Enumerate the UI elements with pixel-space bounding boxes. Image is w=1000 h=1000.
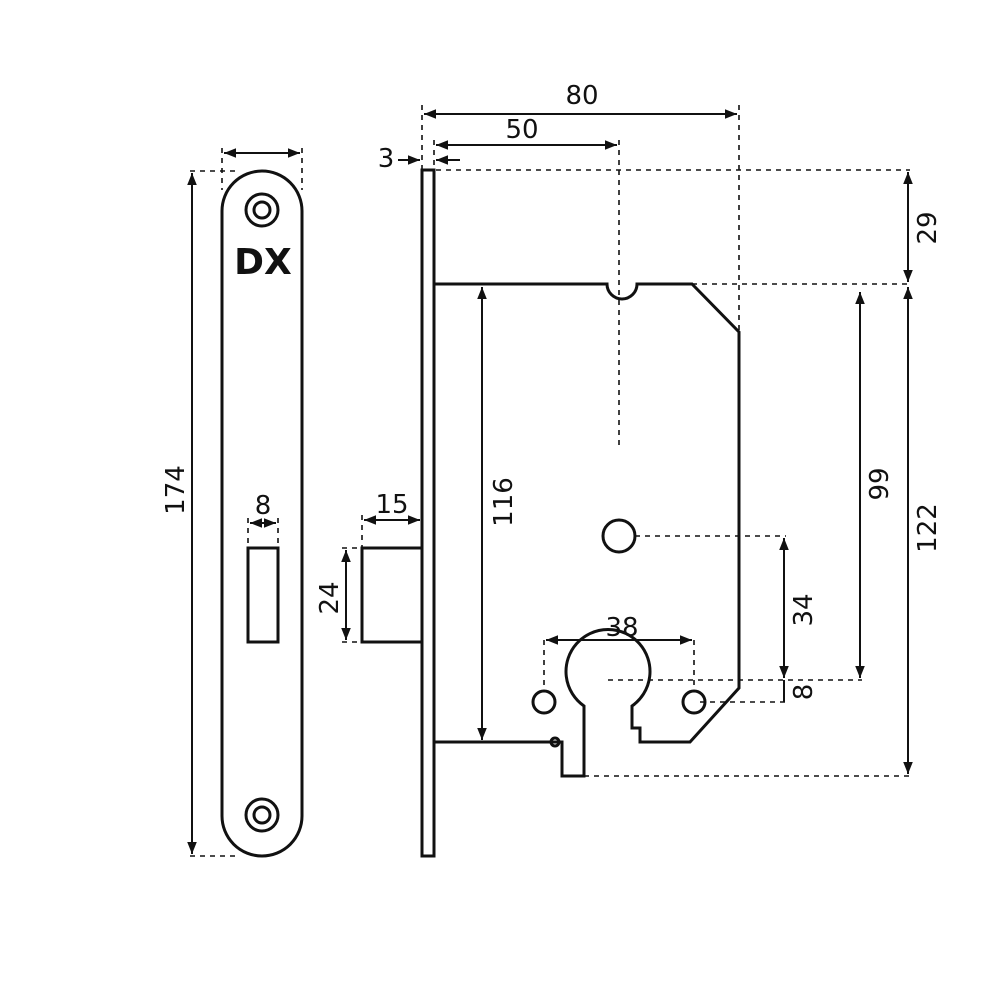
center-distance-label: 34 xyxy=(789,593,819,626)
lock-body-view: 80 50 3 15 24 116 29 99 122 34 8 xyxy=(315,81,943,858)
spindle-hole xyxy=(601,518,637,554)
forend-plate xyxy=(420,168,436,858)
left-fixing-hole xyxy=(531,689,557,715)
lock-case-outline xyxy=(434,282,741,778)
screw-spacing-label: 38 xyxy=(605,613,638,643)
spindle-to-bottom-label: 99 xyxy=(865,467,895,500)
latch-projection-label: 15 xyxy=(375,490,408,520)
slot-width-label: 8 xyxy=(255,491,272,521)
latch-height-label: 24 xyxy=(315,581,345,614)
total-depth-label: 80 xyxy=(565,81,598,111)
plate-thickness-label: 3 xyxy=(378,144,395,174)
latch-bolt xyxy=(360,546,424,644)
case-notch xyxy=(549,736,561,748)
top-screw-hole xyxy=(244,192,280,228)
latch-slot xyxy=(246,546,280,644)
faceplate-height-label: 174 xyxy=(161,465,191,515)
cylinder-offset-label: 8 xyxy=(789,684,819,701)
backset-label: 50 xyxy=(505,115,538,145)
brand-logo: DX xyxy=(234,242,292,283)
bottom-screw-hole xyxy=(244,797,280,833)
faceplate-view: DX 174 8 xyxy=(161,148,304,858)
top-offset-label: 29 xyxy=(913,211,943,244)
faceplate-outline xyxy=(220,169,304,858)
overall-bottom-label: 122 xyxy=(913,503,943,553)
body-height-label: 116 xyxy=(489,477,519,527)
